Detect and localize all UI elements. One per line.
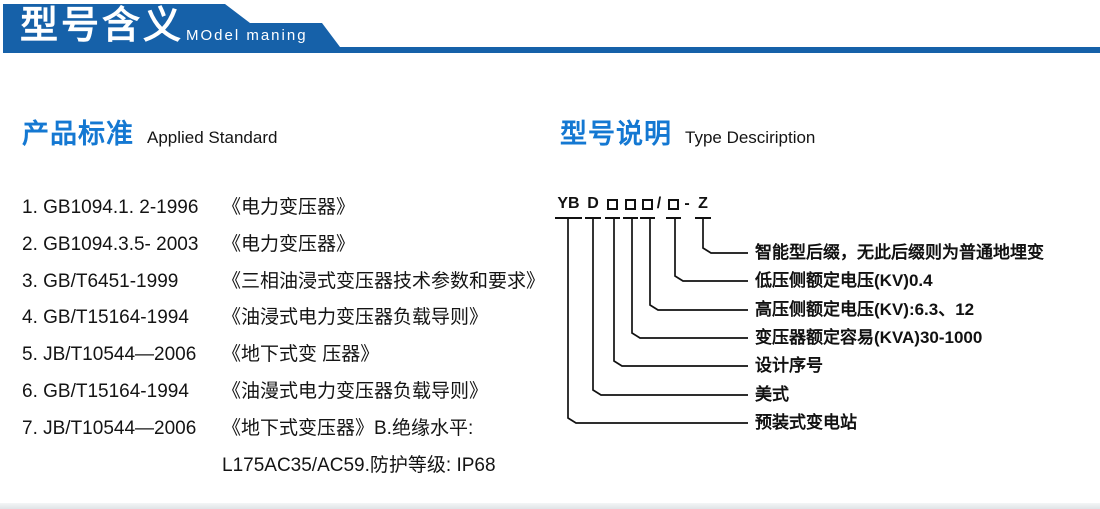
type-description-heading-cn: 型号说明 <box>560 119 672 149</box>
code-box-4-glyph <box>668 199 679 210</box>
code-box-4 <box>666 194 681 219</box>
diagram-label-substation: 预装式变电站 <box>755 413 857 432</box>
page-title: 型号含义 <box>20 5 185 47</box>
standard-desc: 《地下式变压器》B.绝缘水平: <box>222 417 474 439</box>
diagram-label-lv: 低压侧额定电压(KV)0.4 <box>755 271 933 290</box>
code-box-2-glyph <box>625 199 636 210</box>
standard-desc: 《地下式变 压器》 <box>222 344 380 366</box>
standards-heading-cn: 产品标准 <box>22 119 134 149</box>
code-box-3 <box>640 194 655 219</box>
standard-item: 5. JB/T10544—2006 《地下式变 压器》 <box>22 337 542 374</box>
standard-item: 7. JB/T10544—2006 《地下式变压器》B.绝缘水平: <box>22 411 542 448</box>
standards-heading-en: Applied Standard <box>147 128 278 147</box>
standard-desc: 《油漫式电力变压器负载导则》 <box>222 380 489 402</box>
standard-item: 2. GB1094.3.5- 2003 《电力变压器》 <box>22 227 542 264</box>
standard-desc: 《电力变压器》 <box>222 197 356 218</box>
code-box-1 <box>605 194 620 219</box>
code-box-1-glyph <box>607 199 618 210</box>
standard-desc: 《三相油浸式变压器技术参数和要求》 <box>222 270 546 292</box>
standard-desc-continuation: L175AC35/AC59.防护等级: IP68 <box>222 454 496 476</box>
diagram-label-suffix: 智能型后缀，无此后缀则为普通地埋变 <box>755 243 1044 262</box>
diagram-label-design-no: 设计序号 <box>755 356 823 375</box>
standard-item: 1. GB1094.1. 2-1996 《电力变压器》 <box>22 190 542 227</box>
standard-code: 4. GB/T15164-1994 <box>22 307 189 329</box>
code-segment-type: D <box>585 194 601 219</box>
diagram-label-capacity: 变压器额定容易(KVA)30-1000 <box>755 328 983 347</box>
code-segment-dash: - <box>684 195 690 212</box>
standard-desc: 《油浸式电力变压器负载导则》 <box>222 307 489 329</box>
standards-heading: 产品标准 Applied Standard <box>22 112 277 151</box>
standard-code: 7. JB/T10544—2006 <box>22 417 197 439</box>
diagram-label-hv: 高压侧额定电压(KV):6.3、12 <box>755 300 975 319</box>
type-description-heading: 型号说明 Type Desciription <box>560 112 815 151</box>
standard-code: 1. GB1094.1. 2-1996 <box>22 197 199 218</box>
code-segment-prefix: YB <box>555 194 582 219</box>
standard-item: 6. GB/T15164-1994 《油漫式电力变压器负载导则》 <box>22 374 542 411</box>
standard-code: 6. GB/T15164-1994 <box>22 380 189 402</box>
standard-code: 5. JB/T10544—2006 <box>22 344 197 366</box>
standard-item: 4. GB/T15164-1994 《油浸式电力变压器负载导则》 <box>22 300 542 337</box>
standard-desc: 《电力变压器》 <box>222 233 356 255</box>
page-subtitle: MOdel maning <box>186 27 308 44</box>
code-box-3-glyph <box>642 199 653 210</box>
code-box-2 <box>623 194 638 219</box>
code-segment-suffix: Z <box>695 194 711 219</box>
standard-code: 2. GB1094.3.5- 2003 <box>22 233 199 255</box>
standard-code: 3. GB/T6451-1999 <box>22 270 179 292</box>
standard-item-continuation: L175AC35/AC59.防护等级: IP68 <box>22 448 542 485</box>
standard-item: 3. GB/T6451-1999 《三相油浸式变压器技术参数和要求》 <box>22 264 546 301</box>
footer-divider <box>0 503 1100 509</box>
type-description-heading-en: Type Desciription <box>685 128 816 147</box>
standards-list: 1. GB1094.1. 2-1996 《电力变压器》 2. GB1094.3.5… <box>22 190 546 485</box>
diagram-label-american: 美式 <box>755 385 789 404</box>
code-segment-slash: / <box>656 195 662 212</box>
